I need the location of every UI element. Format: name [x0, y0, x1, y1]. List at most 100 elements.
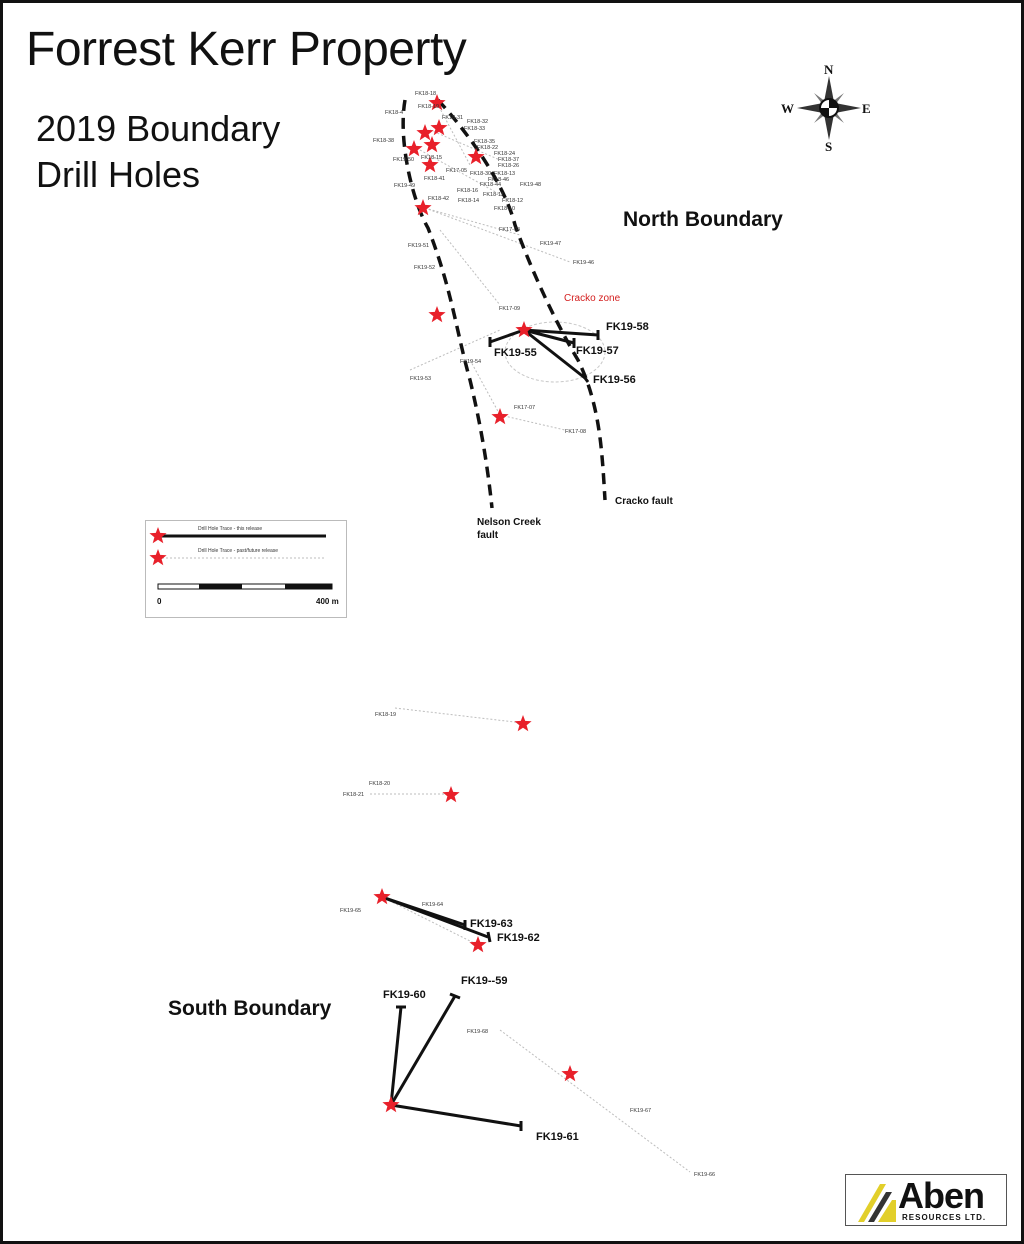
past-drill-traces [370, 102, 691, 1173]
minor-label: FK18-30 [470, 171, 491, 177]
minor-label: FK17-08 [565, 429, 586, 435]
minor-label: FK18-32 [467, 119, 488, 125]
trace-fk19-62 [381, 895, 489, 939]
past-trace [419, 149, 511, 201]
minor-label: FK19-46 [573, 260, 594, 266]
legend-star-icon [149, 527, 167, 544]
minor-label: FK19-50 [393, 157, 414, 163]
past-trace [394, 707, 524, 724]
past-trace [424, 207, 521, 236]
minor-label: FK18-4 [385, 110, 403, 116]
drill-collar-star-icon [405, 140, 423, 157]
map-legend: Drill Hole Trace - this release Drill Ho… [145, 520, 347, 618]
trace-fk19-55 [489, 328, 525, 344]
drill-collar-stars [373, 94, 579, 1113]
trace-fk19-61 [390, 1103, 522, 1128]
south-boundary-label: South Boundary [168, 997, 332, 1020]
minor-label: FK19-51 [408, 243, 429, 249]
minor-label: FK18-19 [375, 712, 396, 718]
label-fk19-60: FK19-60 [383, 989, 426, 1001]
nelson-creek-fault-line [401, 99, 494, 509]
drill-collar-star-icon [428, 306, 446, 323]
cracko-zone-label: Cracko zone [564, 293, 621, 304]
trace-fk19-60 [389, 1006, 403, 1106]
minor-label: FK18-15 [421, 155, 442, 161]
cracko-zone-outline [504, 321, 606, 383]
minor-label: FK17-09 [499, 306, 520, 312]
trace-fk19-58 [523, 328, 599, 337]
minor-label: FK18-46 [488, 177, 509, 183]
current-drill-traces [381, 328, 600, 1131]
minor-label: FK19-67 [630, 1108, 651, 1114]
minor-label: FK18-24 [494, 151, 515, 157]
map-subtitle: 2019 Boundary Drill Holes [36, 106, 280, 198]
minor-label: FK18-12 [502, 198, 523, 204]
drill-collar-star-icon [491, 408, 509, 425]
aben-logo: Aben RESOURCES LTD. [845, 1174, 1007, 1226]
drill-collar-star-icon [430, 119, 448, 136]
trace-fk19-59 [389, 995, 457, 1106]
trace-end-tick [580, 373, 590, 383]
label-fk19-55: FK19-55 [494, 347, 537, 359]
minor-label: FK17-05 [446, 168, 467, 174]
compass-w: W [781, 101, 794, 116]
minor-label: FK18-14 [458, 198, 479, 204]
label-fk19-59: FK19--59 [461, 975, 507, 987]
minor-label: FK18-33 [464, 126, 485, 132]
drill-collar-star-icon [561, 1065, 579, 1082]
nelson-creek-fault-label-line2: fault [477, 530, 499, 541]
north-boundary-label: North Boundary [623, 208, 783, 231]
scale-end-label: 400 m [316, 597, 339, 606]
minor-label: FK19-47 [540, 241, 561, 247]
minor-label: FK18-35 [474, 139, 495, 145]
label-fk19-61: FK19-61 [536, 1131, 579, 1143]
label-fk19-58: FK19-58 [606, 321, 649, 333]
minor-label: FK17-04 [499, 227, 520, 233]
minor-label: FK18-10 [494, 206, 515, 212]
minor-label: FK19-52 [414, 265, 435, 271]
past-trace [409, 329, 501, 371]
past-trace [424, 207, 571, 263]
minor-label: FK18-37 [498, 157, 519, 163]
label-fk19-57: FK19-57 [576, 345, 619, 357]
cracko-fault-line [436, 98, 607, 501]
minor-label: FK18-38 [373, 138, 394, 144]
minor-label: FK18-41 [424, 176, 445, 182]
scale-bar-segment [199, 584, 242, 589]
past-trace [499, 1029, 691, 1173]
drill-collar-star-icon [382, 1096, 400, 1113]
minor-label: FK18-22 [477, 145, 498, 151]
trace-end-tick [449, 992, 461, 1000]
minor-label: FK18-16 [457, 188, 478, 194]
scale-bar-segment [285, 584, 332, 589]
compass-n: N [824, 62, 834, 77]
minor-label: FK18-13 [494, 171, 515, 177]
legend-graphics [149, 527, 333, 590]
past-trace [381, 896, 479, 946]
fault-lines [401, 98, 607, 509]
minor-label: FK19-53 [410, 376, 431, 382]
past-trace [469, 359, 501, 416]
map-title: Forrest Kerr Property [26, 23, 467, 76]
drill-collar-star-icon [442, 786, 460, 803]
minor-label: FK19-54 [460, 359, 481, 365]
legend-star-icon [149, 549, 167, 566]
drill-collar-star-icon [414, 199, 432, 216]
minor-label: FK18-26 [498, 163, 519, 169]
drill-collar-star-icon [416, 124, 434, 141]
legend-this-release-label: Drill Hole Trace - this release [198, 526, 263, 532]
minor-label: FK18-44 [480, 182, 501, 188]
compass-rose-icon: N S W E [781, 62, 871, 154]
past-trace [429, 129, 501, 161]
logo-name: Aben [898, 1175, 985, 1216]
minor-label: FK19-64 [422, 902, 443, 908]
compass-s: S [825, 139, 832, 154]
minor-label: FK18-42 [428, 196, 449, 202]
minor-label: FK18-18 [415, 91, 436, 97]
minor-label: FK18-11 [483, 192, 504, 198]
minor-label: FK19-48 [520, 182, 541, 188]
minor-label: FK19-65 [340, 908, 361, 914]
minor-label: FK19-66 [694, 1172, 715, 1178]
